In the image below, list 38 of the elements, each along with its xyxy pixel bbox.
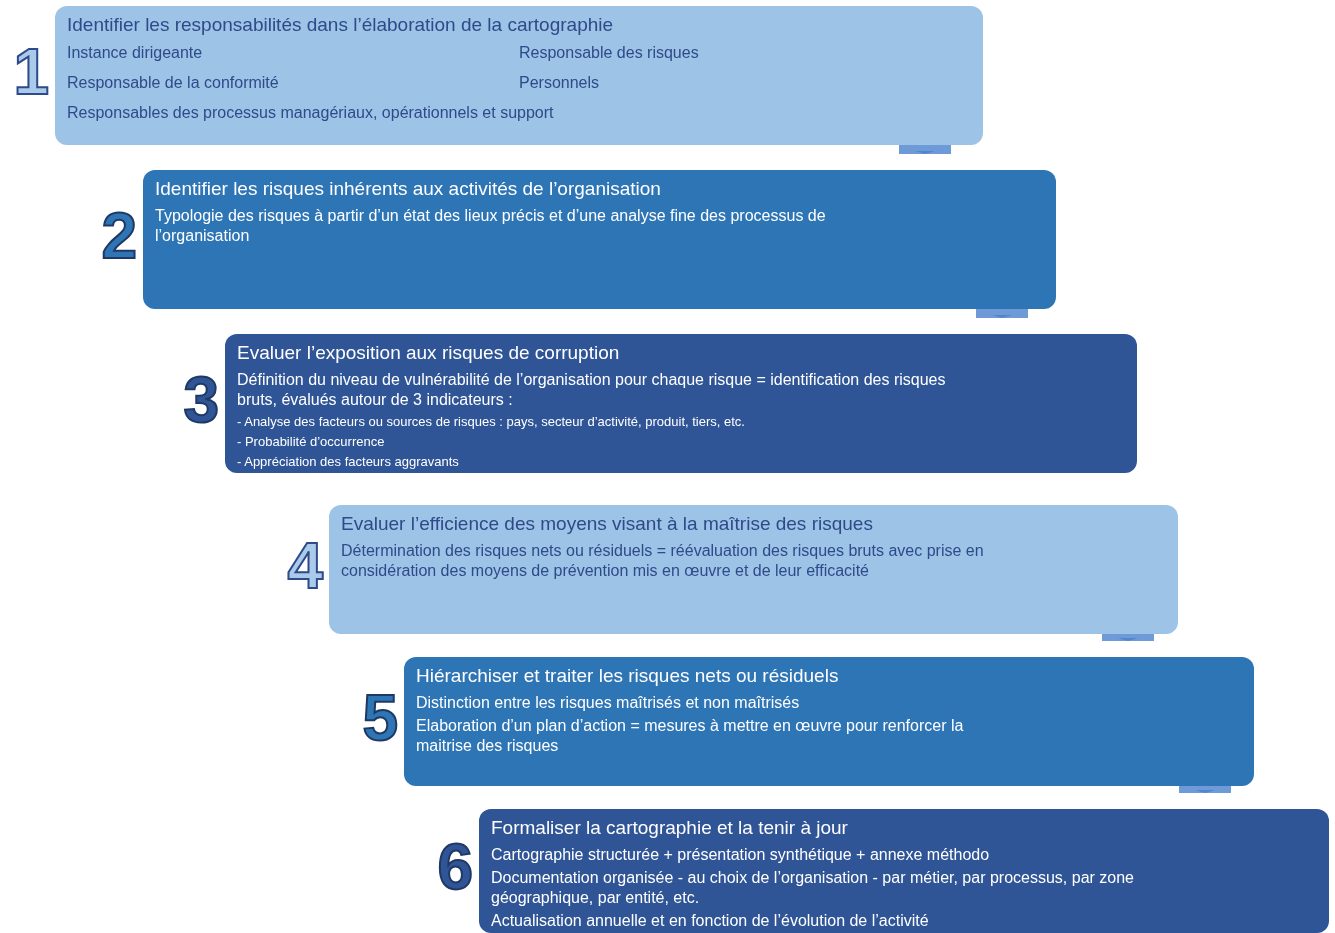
step-number: 3: [183, 367, 219, 432]
step-description: Cartographie structurée + présentation synthétique + annexe méthodo: [491, 845, 991, 865]
step-number: 1: [13, 39, 49, 104]
step-description: Distinction entre les risques maîtrisés et non maîtrisés: [416, 693, 801, 713]
step-title: Evaluer l’efficience des moyens visant à la maîtrise des risques: [341, 512, 874, 536]
responsibility-item: Instance dirigeante: [67, 43, 204, 63]
step-box: [55, 6, 983, 145]
step-title: Identifier les responsabilités dans l’élaboration de la cartographie: [67, 13, 615, 37]
block-arrow: [899, 145, 951, 154]
bullet-item: - Appréciation des facteurs aggravants: [237, 453, 460, 470]
step-title: Evaluer l’exposition aux risques de corruption: [237, 341, 621, 365]
step-description: Elaboration d’un plan d’action = mesures à mettre en œuvre pour renforcer la maitrise des risques: [416, 716, 965, 756]
step-title: Hiérarchiser et traiter les risques nets ou résiduels: [416, 664, 840, 688]
step-box: [329, 505, 1178, 634]
responsibility-item: Responsables des processus managériaux, opérationnels et support: [67, 103, 555, 123]
step-box: [143, 170, 1056, 309]
step-description: Actualisation annuelle et en fonction de l’évolution de l’activité: [491, 911, 930, 931]
bullet-item: - Analyse des facteurs ou sources de risques : pays, secteur d’activité, produit, tiers, etc.: [237, 413, 746, 430]
responsibility-item: Personnels: [519, 73, 601, 93]
step-box: [225, 334, 1137, 473]
step-number: 5: [362, 685, 398, 750]
step-box: [404, 657, 1254, 786]
block-arrow: [976, 309, 1028, 318]
step-number: 2: [101, 203, 137, 268]
step-title: Formaliser la cartographie et la tenir à jour: [491, 816, 849, 840]
bullet-item: - Probabilité d’occurrence: [237, 433, 386, 450]
step-box: [479, 809, 1329, 933]
step-description: Documentation organisée - au choix de l’organisation - par métier, par processus, par zone géographique, par entité, etc.: [491, 868, 1135, 908]
step-description: Définition du niveau de vulnérabilité de l’organisation pour chaque risque = identification des risques bruts, évalués autour de 3 indicateurs :: [237, 370, 947, 410]
step-description: Typologie des risques à partir d’un état des lieux précis et d’une analyse fine des processus de l’organisation: [155, 206, 827, 246]
responsibility-item: Responsable des risques: [519, 43, 700, 63]
step-description: Détermination des risques nets ou résiduels = réévaluation des risques bruts avec prise en considération des moyens de prévention mis en œuvre et de leur efficacité: [341, 541, 985, 581]
responsibility-item: Responsable de la conformité: [67, 73, 280, 93]
block-arrow: [1179, 786, 1231, 793]
step-title: Identifier les risques inhérents aux activités de l’organisation: [155, 177, 662, 201]
block-arrow: [1102, 634, 1154, 641]
step-number: 6: [437, 835, 473, 899]
step-number: 4: [287, 533, 323, 598]
